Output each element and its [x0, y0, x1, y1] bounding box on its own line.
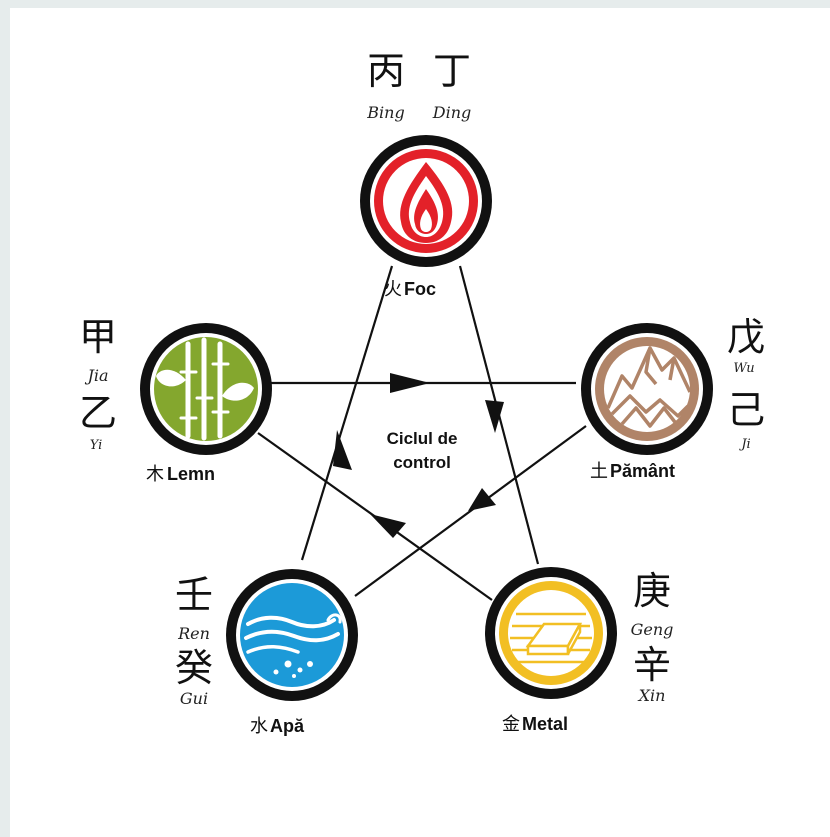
element-metal — [485, 567, 617, 699]
leaf-left-icon — [156, 369, 186, 387]
stem-gui-char: 癸 — [175, 646, 213, 690]
earth-char: 土 — [590, 461, 608, 482]
control-cycle-arrows — [333, 373, 504, 538]
bamboo-leaves-icon — [179, 337, 230, 441]
stem-wu-char: 戊 — [727, 315, 765, 359]
bubbles-icon — [273, 660, 313, 678]
center-label-line2: control — [393, 453, 451, 472]
metal-name: Metal — [522, 714, 568, 734]
gold-ingot-icon — [510, 612, 592, 664]
stem-wu-pinyin: Wu — [733, 361, 754, 376]
wood-char: 木 — [146, 464, 164, 485]
element-water — [226, 569, 358, 701]
arrow-metal-to-wood — [370, 514, 406, 538]
stem-ren-char: 壬 — [175, 573, 213, 617]
stem-xin-pinyin: Xin — [637, 686, 666, 705]
water-name: Apă — [270, 716, 305, 736]
mountain-icon — [606, 346, 692, 428]
arrow-fire-to-metal — [485, 400, 504, 433]
stem-xin-char: 辛 — [633, 643, 671, 687]
fire-char: 火 — [384, 279, 402, 300]
stem-ren-pinyin: Ren — [177, 624, 210, 643]
stem-bing-char: 丙 — [367, 49, 405, 93]
fire-name: Foc — [404, 279, 436, 299]
stem-geng-char: 庚 — [633, 569, 671, 613]
stem-ji-pinyin: Ji — [738, 437, 750, 452]
line-water-fire — [300, 265, 394, 561]
diagram-canvas: Ciclul de control 火 Foc 丙 Bing 丁 Ding — [10, 8, 830, 837]
stem-jia-char: 甲 — [79, 315, 117, 359]
element-earth — [581, 323, 713, 455]
water-char: 水 — [250, 716, 268, 737]
stem-ji-char: 己 — [727, 388, 765, 432]
stem-jia-pinyin: Jia — [84, 366, 108, 385]
flame-icon — [400, 162, 453, 243]
leaf-right-icon — [222, 382, 254, 401]
stem-ding-char: 丁 — [433, 49, 471, 93]
metal-char: 金 — [502, 714, 520, 735]
stem-gui-pinyin: Gui — [180, 689, 208, 708]
center-label-line1: Ciclul de — [387, 429, 458, 448]
arrow-earth-to-water — [468, 488, 496, 511]
stem-geng-pinyin: Geng — [631, 620, 674, 639]
stem-ding-pinyin: Ding — [432, 103, 472, 122]
arrow-wood-to-earth — [390, 373, 430, 393]
stem-yi-char: 乙 — [79, 391, 117, 435]
line-earth-water — [354, 425, 587, 597]
element-fire — [360, 135, 492, 267]
stem-yi-pinyin: Yi — [90, 438, 103, 453]
arrow-water-to-fire — [333, 430, 352, 470]
earth-name: Pământ — [610, 461, 675, 481]
wave-icon — [244, 613, 342, 654]
stem-bing-pinyin: Bing — [366, 103, 404, 122]
wood-name: Lemn — [167, 464, 215, 484]
element-wood — [140, 323, 272, 455]
wuxing-control-cycle-diagram: Ciclul de control 火 Foc 丙 Bing 丁 Ding — [79, 49, 765, 737]
